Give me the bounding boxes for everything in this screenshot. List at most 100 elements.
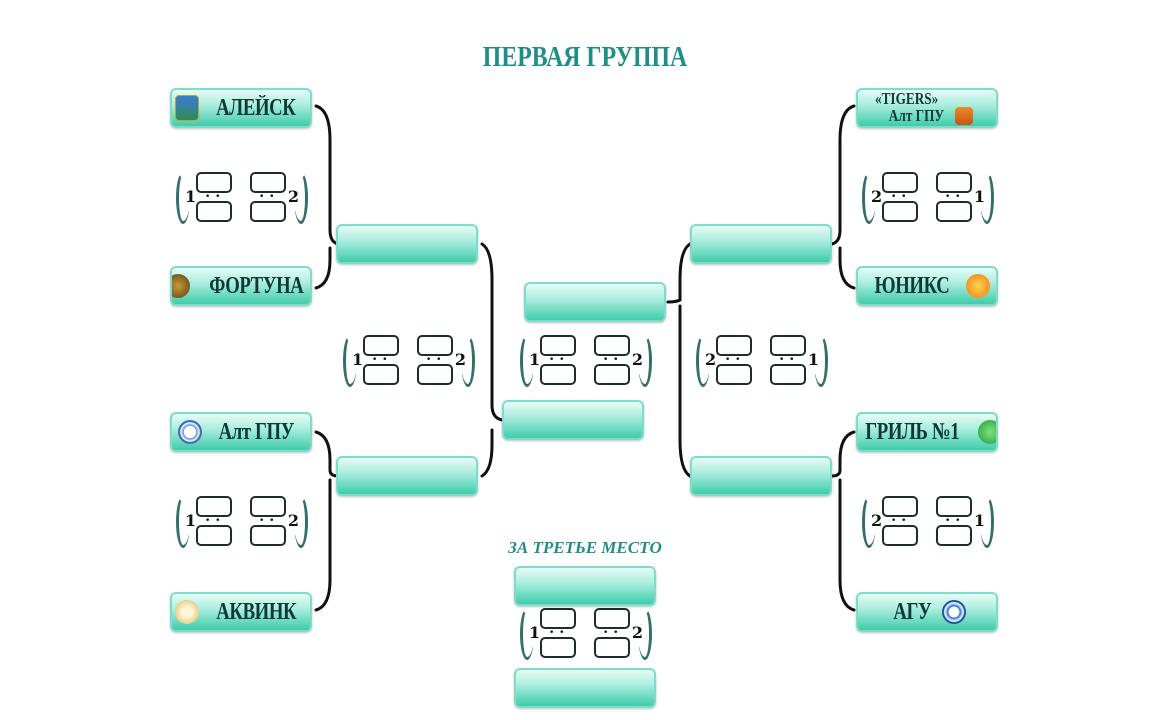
score-input[interactable]	[594, 637, 630, 658]
score-input[interactable]	[196, 201, 232, 222]
colon: • •	[725, 355, 742, 365]
tiger-logo-icon	[955, 107, 974, 125]
score-widget: 1 2 • • • •	[176, 170, 308, 226]
colon: • •	[891, 192, 908, 202]
score-input[interactable]	[936, 172, 972, 193]
colon: • •	[259, 192, 276, 202]
left-paren	[176, 496, 190, 548]
score-input[interactable]	[936, 525, 972, 546]
score-input[interactable]	[540, 335, 576, 356]
semifinal-slot-left-top[interactable]	[336, 224, 478, 264]
team-box-akvink[interactable]: АКВИНК	[170, 592, 312, 632]
right-paren	[638, 608, 652, 660]
score-input[interactable]	[250, 201, 286, 222]
score-input[interactable]	[716, 335, 752, 356]
semifinal-slot-right-bottom[interactable]	[690, 456, 832, 496]
team-name: ЮНИКС	[874, 272, 950, 299]
score-input[interactable]	[250, 496, 286, 517]
score-input[interactable]	[196, 496, 232, 517]
right-paren	[461, 335, 475, 387]
colon: • •	[945, 516, 962, 526]
right-paren	[294, 496, 308, 548]
team-name-line2: Алт ГПУ	[888, 106, 944, 125]
score-label-left: 2	[871, 187, 883, 206]
score-label-left: 2	[871, 511, 883, 530]
team-box-yuniks[interactable]: ЮНИКС	[856, 266, 998, 306]
score-widget: 1 2 • • • •	[343, 333, 475, 389]
team-box-altgpu[interactable]: Алт ГПУ	[170, 412, 312, 452]
score-input[interactable]	[196, 525, 232, 546]
score-input[interactable]	[417, 364, 453, 385]
colon: • •	[372, 355, 389, 365]
agu-emblem-icon	[942, 600, 967, 624]
score-widget: 1 2 • • • •	[520, 333, 652, 389]
score-widget: 2 1 • • • •	[862, 170, 994, 226]
team-name: АКВИНК	[216, 598, 296, 625]
team-name: АГУ	[892, 598, 932, 625]
colon: • •	[205, 516, 222, 526]
team-box-aleysk[interactable]: АЛЕЙСК	[170, 88, 312, 128]
team-box-fortuna[interactable]: ФОРТУНА	[170, 266, 312, 306]
aleysk-crest-icon	[175, 95, 200, 121]
score-input[interactable]	[716, 364, 752, 385]
score-input[interactable]	[770, 364, 806, 385]
score-widget: 2 1 • • • •	[862, 494, 994, 550]
semifinal-slot-left-bottom[interactable]	[336, 456, 478, 496]
score-input[interactable]	[250, 172, 286, 193]
score-label-right: 2	[454, 350, 466, 369]
score-input[interactable]	[363, 364, 399, 385]
score-input[interactable]	[882, 496, 918, 517]
third-place-slot-top[interactable]	[514, 566, 656, 606]
team-name: ФОРТУНА	[208, 272, 304, 299]
colon: • •	[549, 628, 566, 638]
score-input[interactable]	[540, 637, 576, 658]
right-paren	[980, 496, 994, 548]
colon: • •	[603, 628, 620, 638]
score-input[interactable]	[770, 335, 806, 356]
colon: • •	[891, 516, 908, 526]
team-name: Алт ГПУ	[218, 418, 294, 445]
left-paren	[176, 172, 190, 224]
team-box-tigers[interactable]: «TIGERS» Алт ГПУ	[856, 88, 998, 128]
score-input[interactable]	[540, 608, 576, 629]
score-label-right: 1	[973, 187, 985, 206]
score-input[interactable]	[936, 201, 972, 222]
score-input[interactable]	[594, 364, 630, 385]
colon: • •	[426, 355, 443, 365]
score-label-right: 2	[287, 187, 299, 206]
right-paren	[638, 335, 652, 387]
score-label-left: 1	[529, 350, 541, 369]
colon: • •	[259, 516, 276, 526]
score-label-right: 2	[631, 350, 643, 369]
score-input[interactable]	[882, 201, 918, 222]
final-slot-bottom[interactable]	[502, 400, 644, 440]
left-paren	[862, 172, 876, 224]
team-box-agu[interactable]: АГУ	[856, 592, 998, 632]
score-label-right: 2	[287, 511, 299, 530]
third-place-slot-bottom[interactable]	[514, 668, 656, 708]
third-place-title: ЗА ТРЕТЬЕ МЕСТО	[508, 538, 662, 557]
score-input[interactable]	[417, 335, 453, 356]
semifinal-slot-right-top[interactable]	[690, 224, 832, 264]
score-input[interactable]	[594, 608, 630, 629]
left-paren	[862, 496, 876, 548]
score-label-left: 1	[185, 187, 197, 206]
score-input[interactable]	[936, 496, 972, 517]
score-widget: 2 1 • • • •	[696, 333, 828, 389]
score-label-right: 2	[631, 623, 643, 642]
right-paren	[980, 172, 994, 224]
score-input[interactable]	[196, 172, 232, 193]
team-box-gril[interactable]: ГРИЛЬ №1	[856, 412, 998, 452]
score-input[interactable]	[882, 525, 918, 546]
score-input[interactable]	[594, 335, 630, 356]
final-slot-top[interactable]	[524, 282, 666, 322]
score-input[interactable]	[250, 525, 286, 546]
swan-logo-icon	[174, 600, 199, 624]
score-input[interactable]	[540, 364, 576, 385]
colon: • •	[779, 355, 796, 365]
colon: • •	[549, 355, 566, 365]
left-paren	[520, 335, 534, 387]
score-input[interactable]	[363, 335, 399, 356]
score-input[interactable]	[882, 172, 918, 193]
